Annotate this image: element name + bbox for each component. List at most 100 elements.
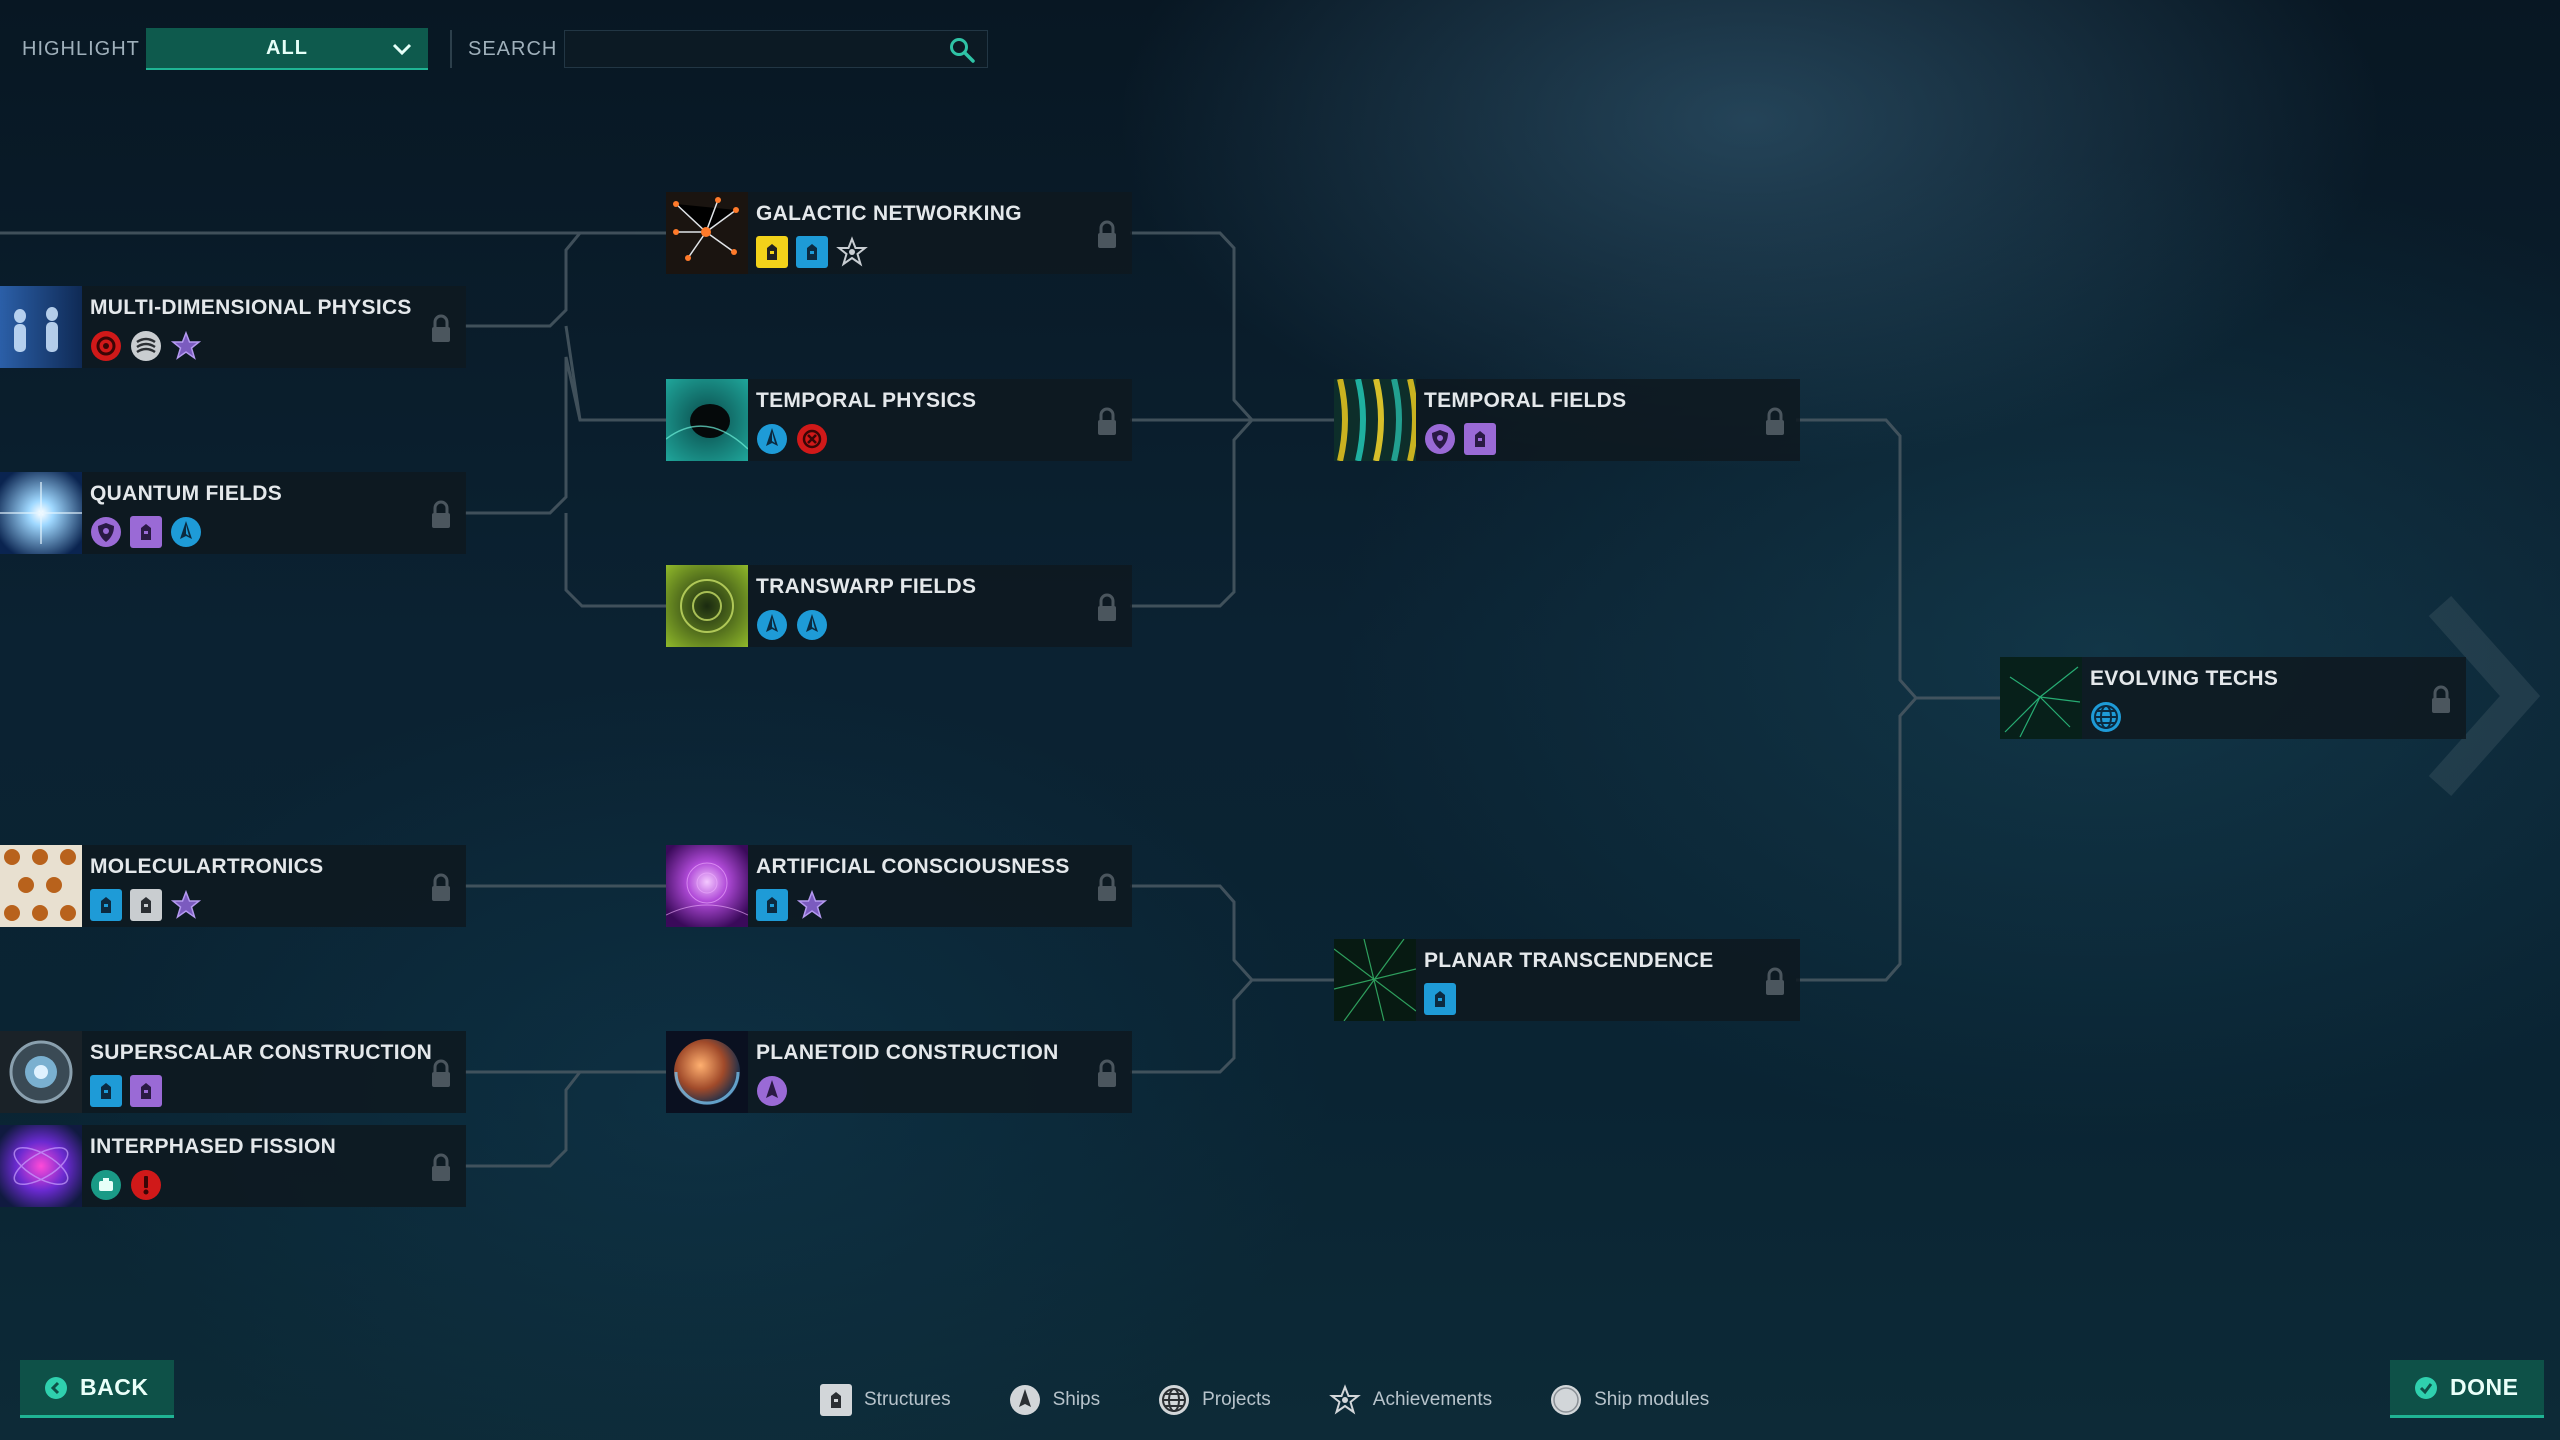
tech-node-galactic-networking[interactable]: GALACTIC NETWORKING bbox=[666, 192, 1132, 274]
projects-icon bbox=[1159, 1385, 1190, 1415]
toolbar-divider bbox=[450, 30, 452, 68]
tech-node-planar-transcendence[interactable]: PLANAR TRANSCENDENCE bbox=[1334, 939, 1800, 1021]
back-arrow-icon bbox=[45, 1376, 67, 1399]
legend-label: Projects bbox=[1202, 1389, 1271, 1410]
legend-item-projects: Projects bbox=[1158, 1384, 1271, 1416]
achievement-icon bbox=[170, 330, 202, 360]
lock-icon bbox=[2432, 685, 2450, 713]
highlight-dropdown[interactable]: ALL bbox=[146, 28, 428, 70]
tech-node-superscalar-construction[interactable]: SUPERSCALAR CONSTRUCTION bbox=[0, 1031, 466, 1113]
ship-modules-icon bbox=[1551, 1385, 1582, 1415]
lock-icon bbox=[1098, 873, 1116, 901]
interphased-fission-image bbox=[0, 1125, 82, 1207]
shield-module-icon bbox=[91, 517, 121, 547]
legend-label: Achievements bbox=[1372, 1389, 1493, 1410]
structure-icon bbox=[130, 889, 162, 921]
tech-node-artificial-consciousness[interactable]: ARTIFICIAL CONSCIOUSNESS bbox=[666, 845, 1132, 927]
project-icon bbox=[2091, 702, 2121, 732]
achievements-icon bbox=[1328, 1384, 1361, 1415]
ship-module-icon bbox=[131, 1170, 161, 1200]
ships-icon bbox=[1009, 1385, 1040, 1415]
structure-icon bbox=[130, 1075, 162, 1107]
legend-label: Ship modules bbox=[1594, 1389, 1710, 1410]
legend: Structures Ships Projects Achievements S… bbox=[820, 1384, 1767, 1416]
ship-module-icon bbox=[131, 331, 161, 361]
top-filter-bar: HIGHLIGHT ALL SEARCH bbox=[0, 26, 1000, 72]
search-input[interactable] bbox=[564, 30, 988, 68]
lock-icon bbox=[1098, 407, 1116, 435]
tech-title: TEMPORAL PHYSICS bbox=[756, 389, 977, 412]
achievement-icon bbox=[170, 889, 202, 919]
shield-module-icon bbox=[1425, 424, 1455, 454]
done-button-label: DONE bbox=[2450, 1374, 2519, 1400]
lock-icon bbox=[432, 1153, 450, 1181]
done-button[interactable]: DONE bbox=[2390, 1360, 2545, 1418]
tech-title: PLANETOID CONSTRUCTION bbox=[756, 1041, 1059, 1064]
structure-icon bbox=[756, 236, 788, 268]
tech-node-temporal-fields[interactable]: TEMPORAL FIELDS bbox=[1334, 379, 1800, 461]
achievement-icon bbox=[836, 236, 868, 267]
tech-title: GALACTIC NETWORKING bbox=[756, 202, 1022, 225]
tech-title: INTERPHASED FISSION bbox=[90, 1135, 337, 1158]
structures-icon bbox=[820, 1384, 852, 1416]
lock-icon bbox=[1098, 220, 1116, 248]
tech-title: PLANAR TRANSCENDENCE bbox=[1424, 949, 1714, 972]
tech-node-planetoid-construction[interactable]: PLANETOID CONSTRUCTION bbox=[666, 1031, 1132, 1113]
legend-item-achievements: Achievements bbox=[1328, 1384, 1493, 1416]
superscalar-construction-image bbox=[0, 1031, 82, 1113]
tech-node-interphased-fission[interactable]: INTERPHASED FISSION bbox=[0, 1125, 466, 1207]
tech-node-temporal-physics[interactable]: TEMPORAL PHYSICS bbox=[666, 379, 1132, 461]
legend-label: Ships bbox=[1052, 1389, 1101, 1410]
ship-icon bbox=[797, 610, 827, 640]
structure-icon bbox=[90, 1075, 122, 1107]
lock-icon bbox=[1766, 407, 1784, 435]
tech-node-evolving-techs[interactable]: EVOLVING TECHS bbox=[2000, 657, 2466, 739]
quantum-fields-image bbox=[0, 472, 82, 554]
tech-title: ARTIFICIAL CONSCIOUSNESS bbox=[756, 855, 1070, 878]
temporal-physics-image bbox=[666, 379, 748, 461]
tech-node-multi-dimensional-physics[interactable]: MULTI-DIMENSIONAL PHYSICS bbox=[0, 286, 466, 368]
legend-label: Structures bbox=[864, 1389, 951, 1410]
ship-icon bbox=[171, 517, 201, 547]
galactic-networking-image bbox=[666, 192, 748, 274]
structure-icon bbox=[1464, 423, 1496, 455]
search-label: SEARCH bbox=[468, 38, 558, 60]
lock-icon bbox=[1098, 1059, 1116, 1087]
evolving-techs-image bbox=[2000, 657, 2082, 739]
structure-icon bbox=[1424, 983, 1456, 1015]
tech-node-moleculartronics[interactable]: MOLECULARTRONICS bbox=[0, 845, 466, 927]
ship-icon bbox=[757, 1076, 787, 1106]
lock-icon bbox=[432, 1059, 450, 1087]
lock-icon bbox=[432, 873, 450, 901]
moleculartronics-image bbox=[0, 845, 82, 927]
lock-icon bbox=[1098, 593, 1116, 621]
tech-node-transwarp-fields[interactable]: TRANSWARP FIELDS bbox=[666, 565, 1132, 647]
planetoid-construction-image bbox=[666, 1031, 748, 1113]
legend-item-structures: Structures bbox=[820, 1384, 951, 1416]
back-button[interactable]: BACK bbox=[20, 1360, 175, 1418]
ship-icon bbox=[757, 610, 787, 640]
tech-title: MOLECULARTRONICS bbox=[90, 855, 324, 878]
lock-icon bbox=[432, 500, 450, 528]
tech-title: TRANSWARP FIELDS bbox=[756, 575, 977, 598]
search-icon[interactable] bbox=[948, 36, 976, 64]
tech-title: QUANTUM FIELDS bbox=[90, 482, 283, 505]
legend-item-ship-modules: Ship modules bbox=[1550, 1384, 1709, 1416]
planar-transcendence-image bbox=[1334, 939, 1416, 1021]
scroll-right-chevron-icon bbox=[2428, 596, 2540, 796]
ship-icon bbox=[757, 424, 787, 454]
achievement-icon bbox=[796, 889, 828, 919]
structure-icon bbox=[130, 516, 162, 548]
tech-node-quantum-fields[interactable]: QUANTUM FIELDS bbox=[0, 472, 466, 554]
ship-module-icon bbox=[797, 424, 827, 454]
structure-icon bbox=[756, 889, 788, 921]
lock-icon bbox=[1766, 967, 1784, 995]
ship-module-icon bbox=[91, 331, 121, 361]
structure-icon bbox=[796, 236, 828, 268]
tech-title: EVOLVING TECHS bbox=[2090, 667, 2279, 690]
highlight-dropdown-value: ALL bbox=[266, 36, 308, 59]
chevron-down-icon bbox=[392, 43, 412, 56]
legend-item-ships: Ships bbox=[1009, 1384, 1101, 1416]
transwarp-fields-image bbox=[666, 565, 748, 647]
highlight-label: HIGHLIGHT bbox=[22, 38, 140, 60]
